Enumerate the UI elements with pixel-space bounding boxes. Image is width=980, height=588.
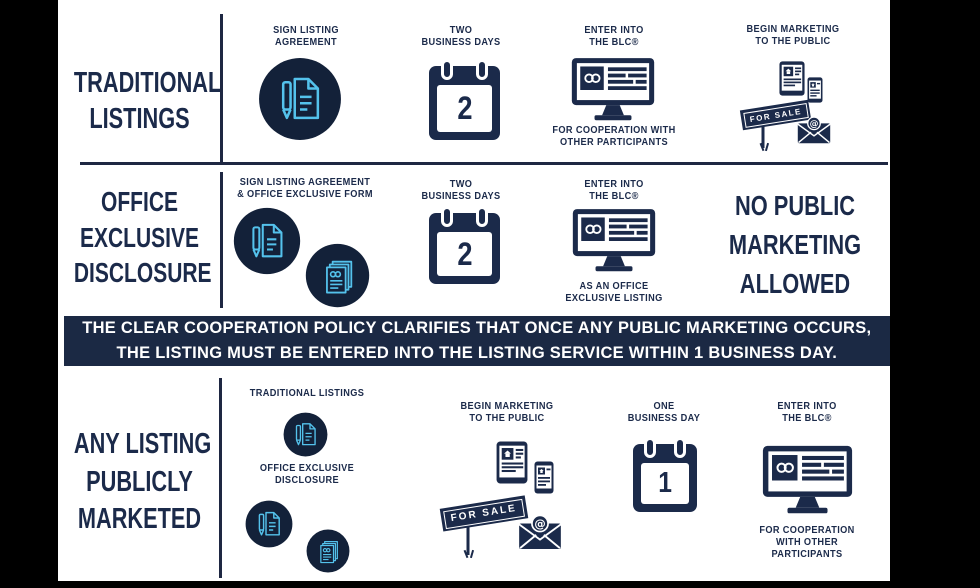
- flow-arrow-icon: [367, 217, 417, 258]
- clear-cooperation-policy-banner: THE CLEAR COOPERATION POLICY CLARIFIES T…: [64, 316, 890, 366]
- flow-arrow-icon: [577, 458, 623, 496]
- letterbox-right: [890, 0, 980, 588]
- row-office-title: OFFICE EXCLUSIVE DISCLOSURE: [73, 186, 212, 289]
- email-envelope-icon: [518, 514, 562, 550]
- divider-vertical-row3: [219, 378, 222, 578]
- calendar-ring-icon: [475, 206, 488, 227]
- caption-sign-agreement-office-form: SIGN LISTING AGREEMENT & OFFICE EXCLUSIV…: [237, 177, 373, 200]
- for-sale-sign-icon: FOR SALE: [439, 495, 528, 559]
- row-traditional-title: TRADITIONAL LISTINGS: [73, 67, 222, 135]
- caption-traditional-listings: TRADITIONAL LISTINGS: [249, 388, 365, 399]
- flow-arrow-icon: [363, 72, 413, 113]
- caption-office-exclusive-disclosure: OFFICE EXCLUSIVE DISCLOSURE: [259, 463, 355, 486]
- banner-text: THE CLEAR COOPERATION POLICY CLARIFIES T…: [82, 318, 872, 362]
- calendar-ring-icon: [441, 206, 454, 227]
- tablet-icon: [496, 441, 528, 484]
- caption-for-cooperation: FOR COOPERATION WITH OTHER PARTICIPANTS: [759, 525, 855, 560]
- divider-horizontal-rows: [80, 162, 888, 165]
- document-pen-icon: [283, 412, 328, 457]
- monitor-blc-icon: [572, 208, 656, 274]
- document-pen-icon: [233, 207, 301, 275]
- smartphone-icon: [534, 461, 554, 494]
- calendar-day-number: 2: [456, 90, 473, 126]
- stacked-documents-icon: [305, 243, 370, 308]
- letterbox-left: [0, 0, 58, 588]
- smartphone-icon: [807, 77, 823, 103]
- email-envelope-icon: [797, 116, 831, 144]
- caption-two-business-days: TWO BUSINESS DAYS: [421, 179, 501, 202]
- monitor-blc-icon: [762, 445, 853, 516]
- caption-sign-listing-agreement: SIGN LISTING AGREEMENT: [273, 25, 339, 48]
- flow-arrow-icon: [392, 458, 438, 496]
- divider-vertical-row1: [220, 14, 223, 162]
- document-pen-icon: [258, 57, 342, 141]
- caption-office-exclusive-listing: AS AN OFFICE EXCLUSIVE LISTING: [565, 281, 663, 304]
- calendar-ring-icon: [441, 59, 454, 80]
- caption-begin-marketing: BEGIN MARKETING TO THE PUBLIC: [460, 401, 554, 424]
- calendar-ring-icon: [475, 59, 488, 80]
- for-sale-sign-icon: FOR SALE: [739, 99, 812, 152]
- letterbox-bottom: [0, 581, 980, 588]
- calendar-ring-icon: [643, 437, 656, 458]
- flow-arrow-icon: [712, 458, 758, 496]
- caption-enter-into-blc: ENTER INTO THE BLC®: [584, 25, 644, 48]
- calendar-icon: 2: [429, 206, 500, 284]
- checkmark-icon: [672, 62, 718, 102]
- caption-one-business-day: ONE BUSINESS DAY: [627, 401, 701, 424]
- caption-enter-into-blc: ENTER INTO THE BLC®: [584, 179, 644, 202]
- caption-for-cooperation: FOR COOPERATION WITH OTHER PARTICIPANTS: [552, 125, 676, 148]
- flow-arrow-icon: [514, 72, 564, 113]
- tablet-icon: [779, 61, 805, 96]
- no-public-marketing-text: NO PUBLIC MARKETING ALLOWED: [728, 190, 862, 300]
- caption-enter-into-blc: ENTER INTO THE BLC®: [777, 401, 837, 424]
- calendar-icon: 1: [633, 437, 697, 512]
- calendar-ring-icon: [674, 437, 687, 458]
- x-mark-icon: [676, 216, 718, 258]
- divider-vertical-row2: [220, 172, 223, 308]
- calendar-day-number: 2: [456, 235, 473, 272]
- caption-begin-marketing: BEGIN MARKETING TO THE PUBLIC: [746, 24, 840, 47]
- monitor-blc-icon: [571, 57, 655, 123]
- caption-two-business-days: TWO BUSINESS DAYS: [421, 25, 501, 48]
- document-pen-icon: [245, 500, 293, 548]
- flow-arrow-icon: [514, 217, 564, 258]
- calendar-icon: 2: [429, 59, 500, 140]
- calendar-day-number: 1: [658, 467, 672, 499]
- stacked-documents-icon: [306, 529, 350, 573]
- row-any-listing-title: ANY LISTING PUBLICLY MARKETED: [73, 428, 212, 536]
